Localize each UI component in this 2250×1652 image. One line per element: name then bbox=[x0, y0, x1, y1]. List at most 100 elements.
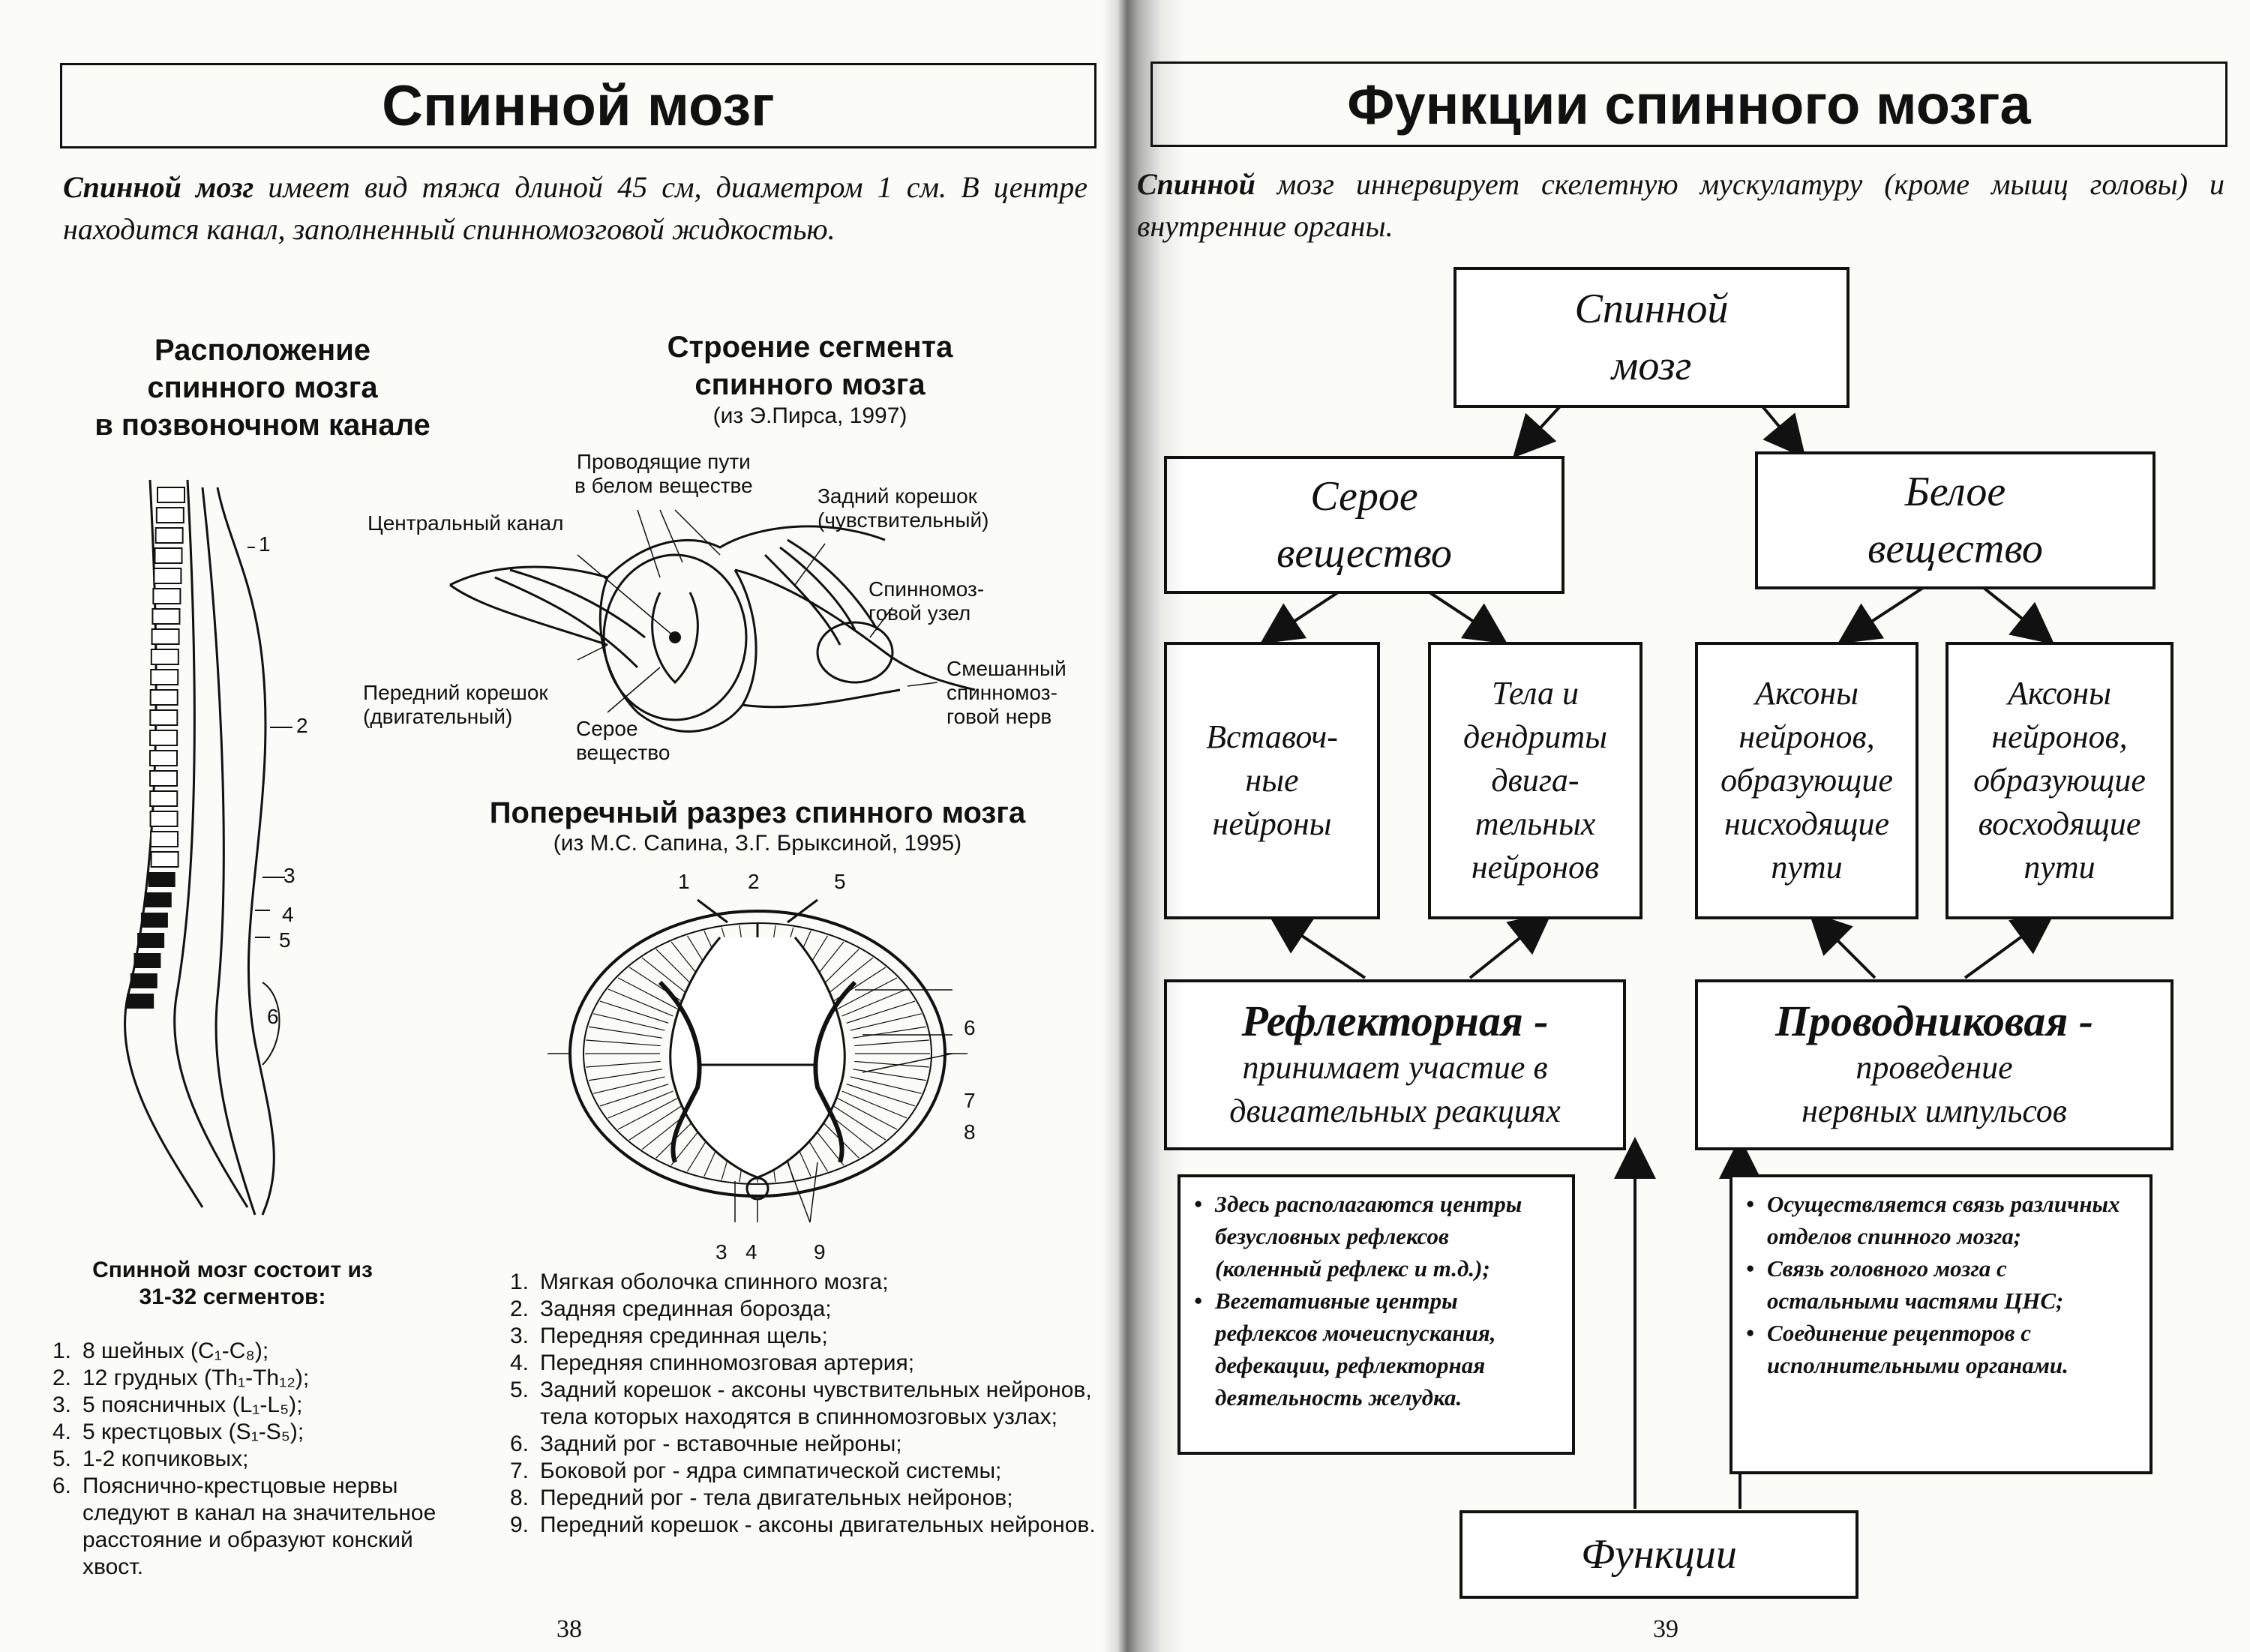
vertebra bbox=[150, 649, 179, 665]
location-label-5: 5 bbox=[279, 928, 291, 952]
white-matter-fiber bbox=[850, 1013, 922, 1031]
cross-section-source: (из М.С. Сапина, З.Г. Брыксиной, 1995) bbox=[553, 831, 962, 856]
cross-label-8: 8 bbox=[964, 1120, 976, 1144]
list-text: Передний корешок - аксоны двигательных н… bbox=[540, 1513, 1096, 1537]
vertebra bbox=[150, 851, 179, 868]
white-matter-fiber bbox=[599, 1000, 669, 1024]
cross-label-7: 7 bbox=[964, 1089, 976, 1112]
list-text: Задняя срединная борозда; bbox=[540, 1297, 832, 1321]
white-matter-fiber bbox=[822, 957, 874, 999]
box-grey-matter: Серое вещество bbox=[1164, 456, 1564, 594]
list-item: 1.8 шейных (C₁-C₈); bbox=[52, 1338, 472, 1365]
vertebra bbox=[150, 831, 179, 847]
white-matter-fiber bbox=[617, 1097, 680, 1130]
vertebra bbox=[157, 487, 185, 503]
list-text: Боковой рог - ядра симпатической системы… bbox=[540, 1459, 1002, 1483]
box-reflex-function: Рефлекторная - принимает участие в двига… bbox=[1164, 979, 1626, 1150]
list-number: 6. bbox=[52, 1474, 72, 1498]
list-item: 5.1-2 копчиковых; bbox=[52, 1446, 472, 1473]
reflex-details: Здесь располагаются центры безусловных р… bbox=[1178, 1174, 1575, 1455]
list-text: Передняя срединная щель; bbox=[540, 1324, 828, 1348]
list-item: 1. Мягкая оболочка спинного мозга; bbox=[510, 1269, 1110, 1296]
list-text: Задний корешок - аксоны чувствительных н… bbox=[540, 1378, 1092, 1429]
vertebra bbox=[151, 628, 180, 645]
white-matter-fiber bbox=[854, 1039, 929, 1047]
cross-label-6: 6 bbox=[964, 1016, 976, 1039]
list-item: 6.Задний рог - вставочные нейроны; bbox=[510, 1431, 1110, 1458]
list-number: 3. bbox=[510, 1324, 530, 1348]
label-grey-matter: Серое вещество bbox=[576, 717, 670, 764]
white-matter-fiber bbox=[608, 988, 674, 1017]
white-matter-fiber bbox=[593, 1076, 665, 1094]
segments-heading: Спинной мозг состоит из 31-32 сегментов: bbox=[92, 1258, 373, 1309]
list-number: 2. bbox=[510, 1297, 530, 1321]
bullet-item: Вегетативные центры рефлексов мочеиспуск… bbox=[1194, 1285, 1562, 1414]
vertebra bbox=[149, 709, 178, 726]
list-item: 4.5 крестцовых (S₁-S₅); bbox=[52, 1419, 472, 1446]
vertebra bbox=[149, 750, 178, 766]
list-item: 3.5 поясничных (L₁-L₅); bbox=[52, 1392, 472, 1419]
list-number: 1. bbox=[510, 1270, 530, 1294]
vertebra bbox=[130, 973, 158, 988]
label-ganglion: Спинномоз- говой узел bbox=[868, 577, 985, 625]
box-motor-neurons: Тела и дендриты двига- тельных нейронов bbox=[1428, 642, 1642, 919]
bullet-item: Соединение рецепторов с исполнительными … bbox=[1746, 1317, 2139, 1381]
white-matter-fiber bbox=[836, 1097, 898, 1130]
label-mixed-nerve: Смешанный спинномоз- говой нерв bbox=[946, 657, 1066, 728]
list-item: 9. Передний корешок - аксоны двигательных… bbox=[510, 1512, 1110, 1539]
location-label-1: 1 bbox=[259, 532, 271, 556]
vertebra bbox=[149, 689, 178, 706]
white-matter-fiber bbox=[842, 988, 908, 1017]
list-text: 8 шейных (C₁-C₈); bbox=[82, 1339, 269, 1363]
vertebra bbox=[134, 953, 161, 968]
vertebra bbox=[137, 933, 165, 948]
box-white-matter: Белое вещество bbox=[1755, 451, 2156, 589]
white-matter-fiber bbox=[854, 1060, 929, 1068]
list-item: 8. Передний рог - тела двигательных нейро… bbox=[510, 1485, 1110, 1512]
cross-label-9: 9 bbox=[814, 1240, 826, 1264]
spinal-segment-illustration bbox=[449, 509, 976, 733]
box-ascending-pathways: Аксоны нейронов, образующие восходящие п… bbox=[1946, 642, 2174, 919]
white-matter-fiber bbox=[850, 1076, 922, 1094]
white-matter-fiber bbox=[599, 1084, 669, 1107]
white-matter-fiber bbox=[593, 1013, 665, 1031]
vertebra bbox=[152, 608, 181, 625]
list-item: 2. Задняя срединная борозда; bbox=[510, 1296, 1110, 1323]
white-matter-fiber bbox=[586, 1039, 661, 1047]
white-matter-fiber bbox=[588, 1069, 662, 1081]
list-item: 2.12 грудных (Th₁-Th₁₂); bbox=[52, 1365, 472, 1392]
white-matter-fiber bbox=[853, 1026, 927, 1039]
vertebra bbox=[127, 994, 154, 1009]
list-number: 3. bbox=[52, 1393, 72, 1417]
list-item: 6.Пояснично-крестцовые нервы следуют в к… bbox=[52, 1473, 472, 1581]
bullet-item: Осуществляется связь различных отделов с… bbox=[1746, 1188, 2139, 1252]
cross-label-3: 3 bbox=[716, 1240, 728, 1264]
list-text: 1-2 копчиковых; bbox=[82, 1447, 249, 1471]
white-matter-fiber bbox=[846, 1084, 916, 1107]
left-page: Спинной мозг Спинной мозг имеет вид тяжа… bbox=[0, 0, 1118, 1652]
white-matter-fiber bbox=[853, 1069, 927, 1081]
list-number: 8. bbox=[510, 1486, 530, 1510]
label-ventral-root: Передний корешок (двигательный) bbox=[363, 681, 548, 728]
vertebra bbox=[148, 872, 176, 887]
list-text: Передний рог - тела двигательных нейроно… bbox=[540, 1486, 1013, 1510]
cross-label-4: 4 bbox=[746, 1240, 758, 1264]
vertebra bbox=[152, 588, 182, 604]
white-matter-fiber bbox=[586, 1060, 661, 1068]
list-text: Передняя спинномозговая артерия; bbox=[540, 1351, 915, 1375]
white-matter-fiber bbox=[588, 1026, 662, 1039]
list-text: Мягкая оболочка спинного мозга; bbox=[540, 1270, 889, 1294]
left-page-title: Спинной мозг bbox=[60, 63, 1096, 148]
list-number: 9. bbox=[510, 1513, 530, 1537]
list-number: 6. bbox=[510, 1432, 530, 1456]
right-page-number: 39 bbox=[1653, 1615, 1678, 1643]
box-descending-pathways: Аксоны нейронов, образующие нисходящие п… bbox=[1695, 642, 1918, 919]
white-matter-fiber bbox=[836, 977, 898, 1010]
label-pathways: Проводящие пути в белом веществе bbox=[574, 450, 753, 497]
location-heading: Расположение спинного мозга в позвоночно… bbox=[94, 334, 430, 442]
left-page-number: 38 bbox=[556, 1615, 582, 1643]
bullet-item: Связь головного мозга с остальными частя… bbox=[1746, 1252, 2139, 1317]
conduction-details: Осуществляется связь различных отделов с… bbox=[1730, 1174, 2152, 1474]
box-functions: Функции bbox=[1460, 1510, 1858, 1599]
list-item: 5.Задний корешок - аксоны чувствительных… bbox=[510, 1377, 1110, 1431]
